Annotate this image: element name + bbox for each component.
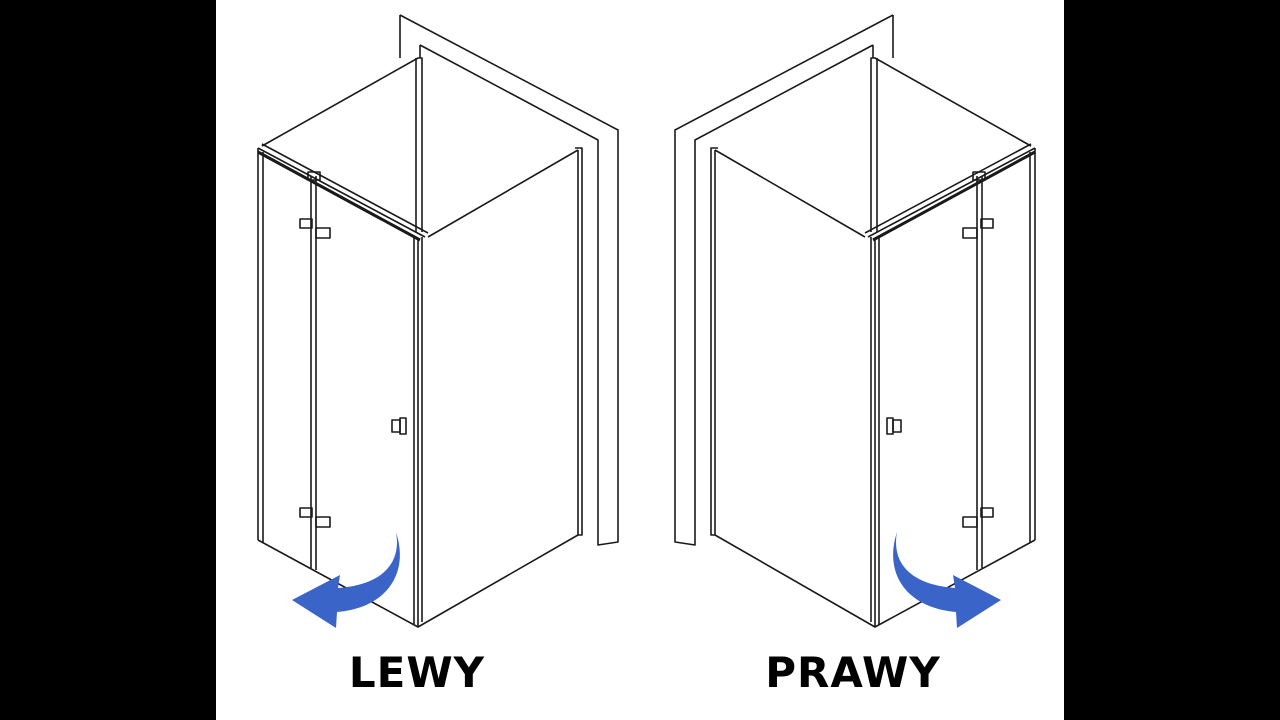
right-opening-arrow-icon [893, 532, 1001, 628]
right-enclosure-drawing [673, 13, 1037, 629]
label-left: LEWY [348, 648, 486, 697]
left-enclosure-drawing [256, 13, 620, 629]
label-right: PRAWY [765, 648, 941, 697]
left-opening-arrow-icon [292, 532, 400, 628]
